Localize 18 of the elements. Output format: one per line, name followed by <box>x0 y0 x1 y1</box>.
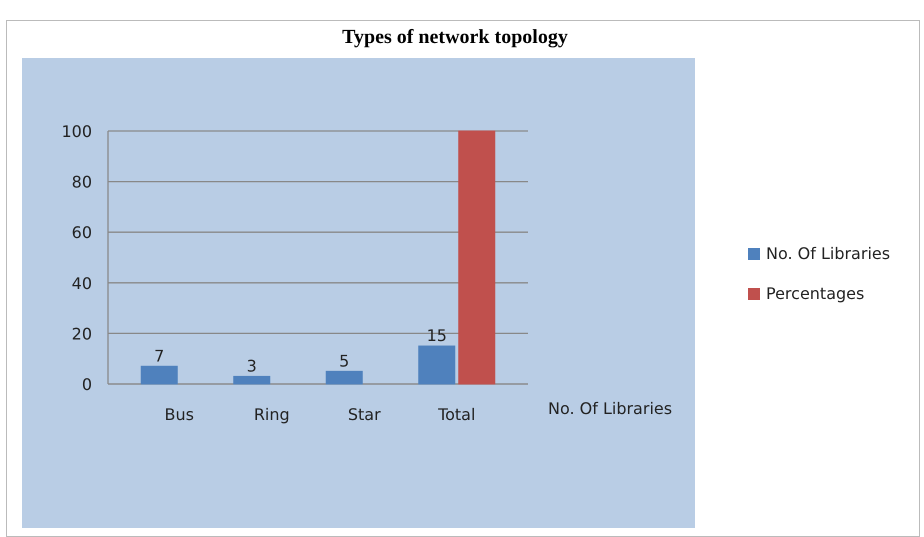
data-label: 7 <box>154 346 164 366</box>
category-label: Ring <box>254 405 290 424</box>
data-label: 3 <box>246 356 257 376</box>
axis-tick-label: 0 <box>82 375 92 394</box>
legend-label: No. Of Libraries <box>766 244 890 263</box>
chart-title: Types of network topology <box>341 26 569 49</box>
axis-label: No. Of Libraries <box>548 399 672 418</box>
category-label: Star <box>348 405 381 424</box>
axis-tick-label: 100 <box>61 122 92 141</box>
axis-tick-label: 40 <box>72 274 92 293</box>
data-label: 5 <box>339 351 350 370</box>
axis-tick-label: 20 <box>72 324 92 344</box>
axis-tick-label: 60 <box>72 223 92 242</box>
category-label: Total <box>438 405 476 424</box>
data-label: 15 <box>426 326 447 346</box>
category-label: Bus <box>164 405 194 424</box>
legend-label: Percentages <box>766 284 864 303</box>
axis-tick-label: 80 <box>72 172 92 192</box>
